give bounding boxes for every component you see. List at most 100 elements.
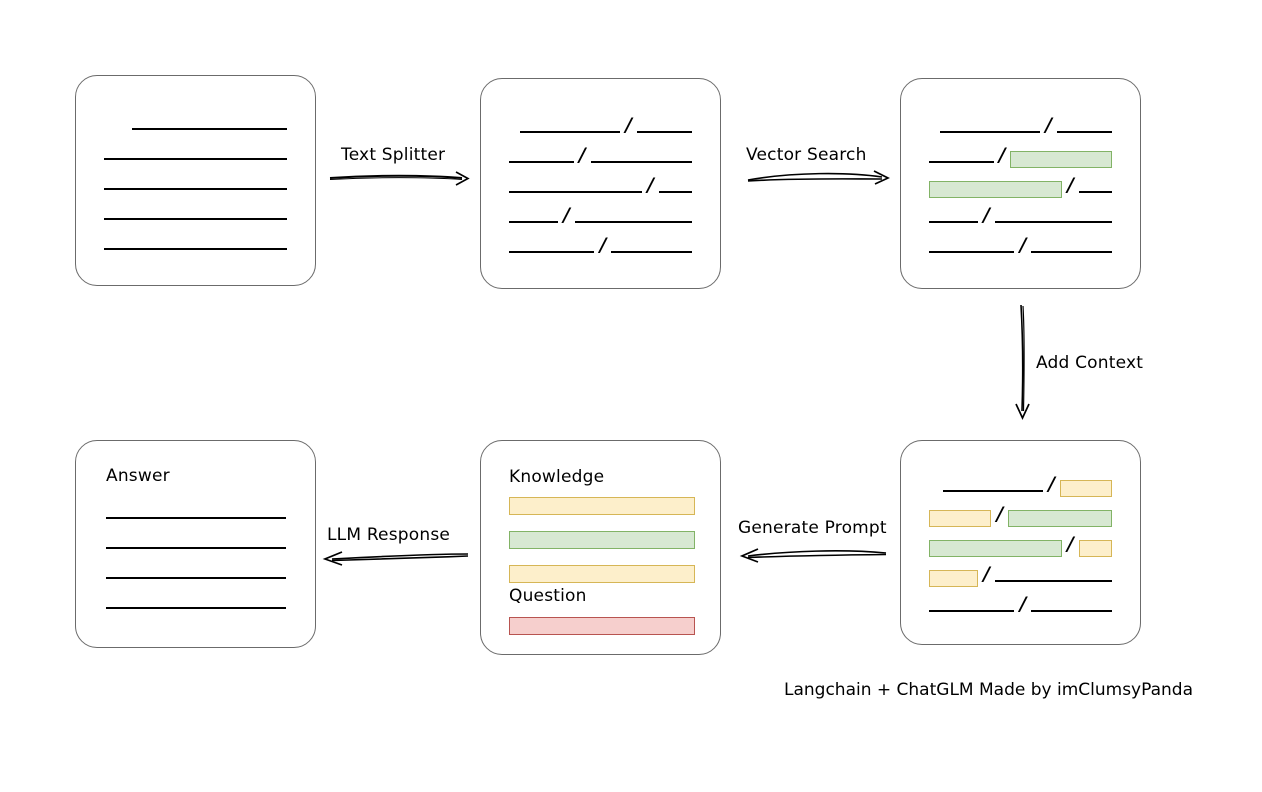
edge-arrow-add-context — [1015, 304, 1030, 421]
slash-separator: / — [646, 173, 654, 196]
text-line — [929, 220, 978, 223]
prompt-question-label: Question — [509, 586, 587, 606]
document-row: / — [481, 199, 720, 229]
slash-separator: / — [599, 233, 607, 256]
document-row: / — [901, 229, 1140, 259]
document-row — [76, 166, 315, 196]
document-row: / — [901, 109, 1140, 139]
document-row: / — [481, 169, 720, 199]
split-chunks-rows: / / / / / — [481, 79, 720, 288]
text-line — [509, 190, 642, 193]
highlight-chip-green — [929, 539, 1062, 557]
slash-separator: / — [1048, 472, 1055, 495]
slash-separator: / — [982, 203, 990, 226]
text-line — [520, 130, 621, 133]
text-line — [940, 130, 1041, 133]
text-line — [929, 250, 1015, 253]
edge-label-add-context: Add Context — [1036, 353, 1144, 373]
document-row: / — [481, 139, 720, 169]
slash-separator: / — [625, 113, 632, 136]
answer-line — [106, 577, 286, 580]
document-row — [76, 226, 315, 256]
text-line — [943, 489, 1044, 492]
slash-separator: / — [1019, 592, 1027, 615]
highlight-chip-green — [1010, 150, 1112, 168]
document-row — [76, 136, 315, 166]
text-line — [104, 217, 287, 220]
text-line — [1031, 250, 1112, 253]
slash-separator: / — [1066, 173, 1074, 196]
footer-credit: Langchain + ChatGLM Made by imClumsyPand… — [784, 680, 1193, 700]
text-line — [637, 130, 692, 133]
document-row: / — [901, 498, 1140, 528]
node-context-chunks[interactable]: / / / / / — [900, 440, 1141, 645]
slash-separator: / — [982, 562, 990, 585]
edge-arrow-generate-prompt — [739, 548, 887, 563]
node-answer[interactable]: Answer — [75, 440, 316, 648]
edge-label-generate-prompt: Generate Prompt — [738, 518, 887, 538]
text-line — [509, 220, 558, 223]
source-document-rows — [76, 76, 315, 285]
highlight-chip-green — [1008, 509, 1112, 527]
document-row: / — [901, 558, 1140, 588]
prompt-question-bar — [509, 617, 695, 635]
prompt-knowledge-bar — [509, 497, 695, 515]
text-line — [574, 220, 692, 223]
document-row: / — [901, 199, 1140, 229]
text-line — [104, 187, 287, 190]
document-row: / — [901, 169, 1140, 199]
slash-separator: / — [578, 143, 586, 166]
document-row — [76, 196, 315, 226]
node-matched-chunks[interactable]: / / / / / — [900, 78, 1141, 289]
document-row: / — [901, 528, 1140, 558]
prompt-knowledge-label: Knowledge — [509, 467, 605, 487]
text-line — [590, 160, 692, 163]
prompt-knowledge-bar — [509, 565, 695, 583]
text-line — [104, 247, 287, 250]
highlight-chip-yellow — [1078, 539, 1112, 557]
text-line — [1078, 190, 1112, 193]
edge-arrow-vector-search — [747, 170, 890, 185]
text-line — [658, 190, 692, 193]
answer-line — [106, 547, 286, 550]
node-prompt[interactable]: Knowledge Question — [480, 440, 721, 655]
highlight-chip-yellow — [929, 509, 992, 527]
text-line — [1057, 130, 1112, 133]
slash-separator: / — [996, 502, 1004, 525]
document-row: / — [481, 109, 720, 139]
highlight-chip-green — [929, 180, 1062, 198]
text-line — [509, 160, 574, 163]
document-row: / — [901, 139, 1140, 169]
text-line — [509, 250, 595, 253]
answer-label: Answer — [106, 466, 170, 486]
edge-label-text-splitter: Text Splitter — [341, 145, 446, 165]
highlight-chip-yellow — [1060, 479, 1112, 497]
text-line — [1031, 609, 1112, 612]
edge-label-vector-search: Vector Search — [746, 145, 867, 165]
document-row — [76, 106, 315, 136]
node-source-document[interactable] — [75, 75, 316, 286]
text-line — [929, 609, 1015, 612]
edge-label-llm-response: LLM Response — [327, 525, 451, 545]
text-line — [994, 220, 1112, 223]
edge-arrow-llm-response — [322, 551, 469, 566]
slash-separator: / — [1019, 233, 1027, 256]
slash-separator: / — [1066, 532, 1074, 555]
prompt-knowledge-bar — [509, 531, 695, 549]
slash-separator: / — [1045, 113, 1052, 136]
matched-chunks-rows: / / / / / — [901, 79, 1140, 288]
text-line — [611, 250, 692, 253]
text-line — [929, 160, 994, 163]
context-chunks-rows: / / / / / — [901, 441, 1140, 644]
edge-arrow-text-splitter — [329, 171, 470, 186]
slash-separator: / — [998, 143, 1006, 166]
highlight-chip-yellow — [929, 569, 978, 587]
text-line — [132, 127, 287, 130]
document-row: / — [901, 468, 1140, 498]
document-row: / — [901, 588, 1140, 618]
text-line — [994, 579, 1112, 582]
node-split-chunks[interactable]: / / / / / — [480, 78, 721, 289]
document-row: / — [481, 229, 720, 259]
text-line — [104, 157, 287, 160]
